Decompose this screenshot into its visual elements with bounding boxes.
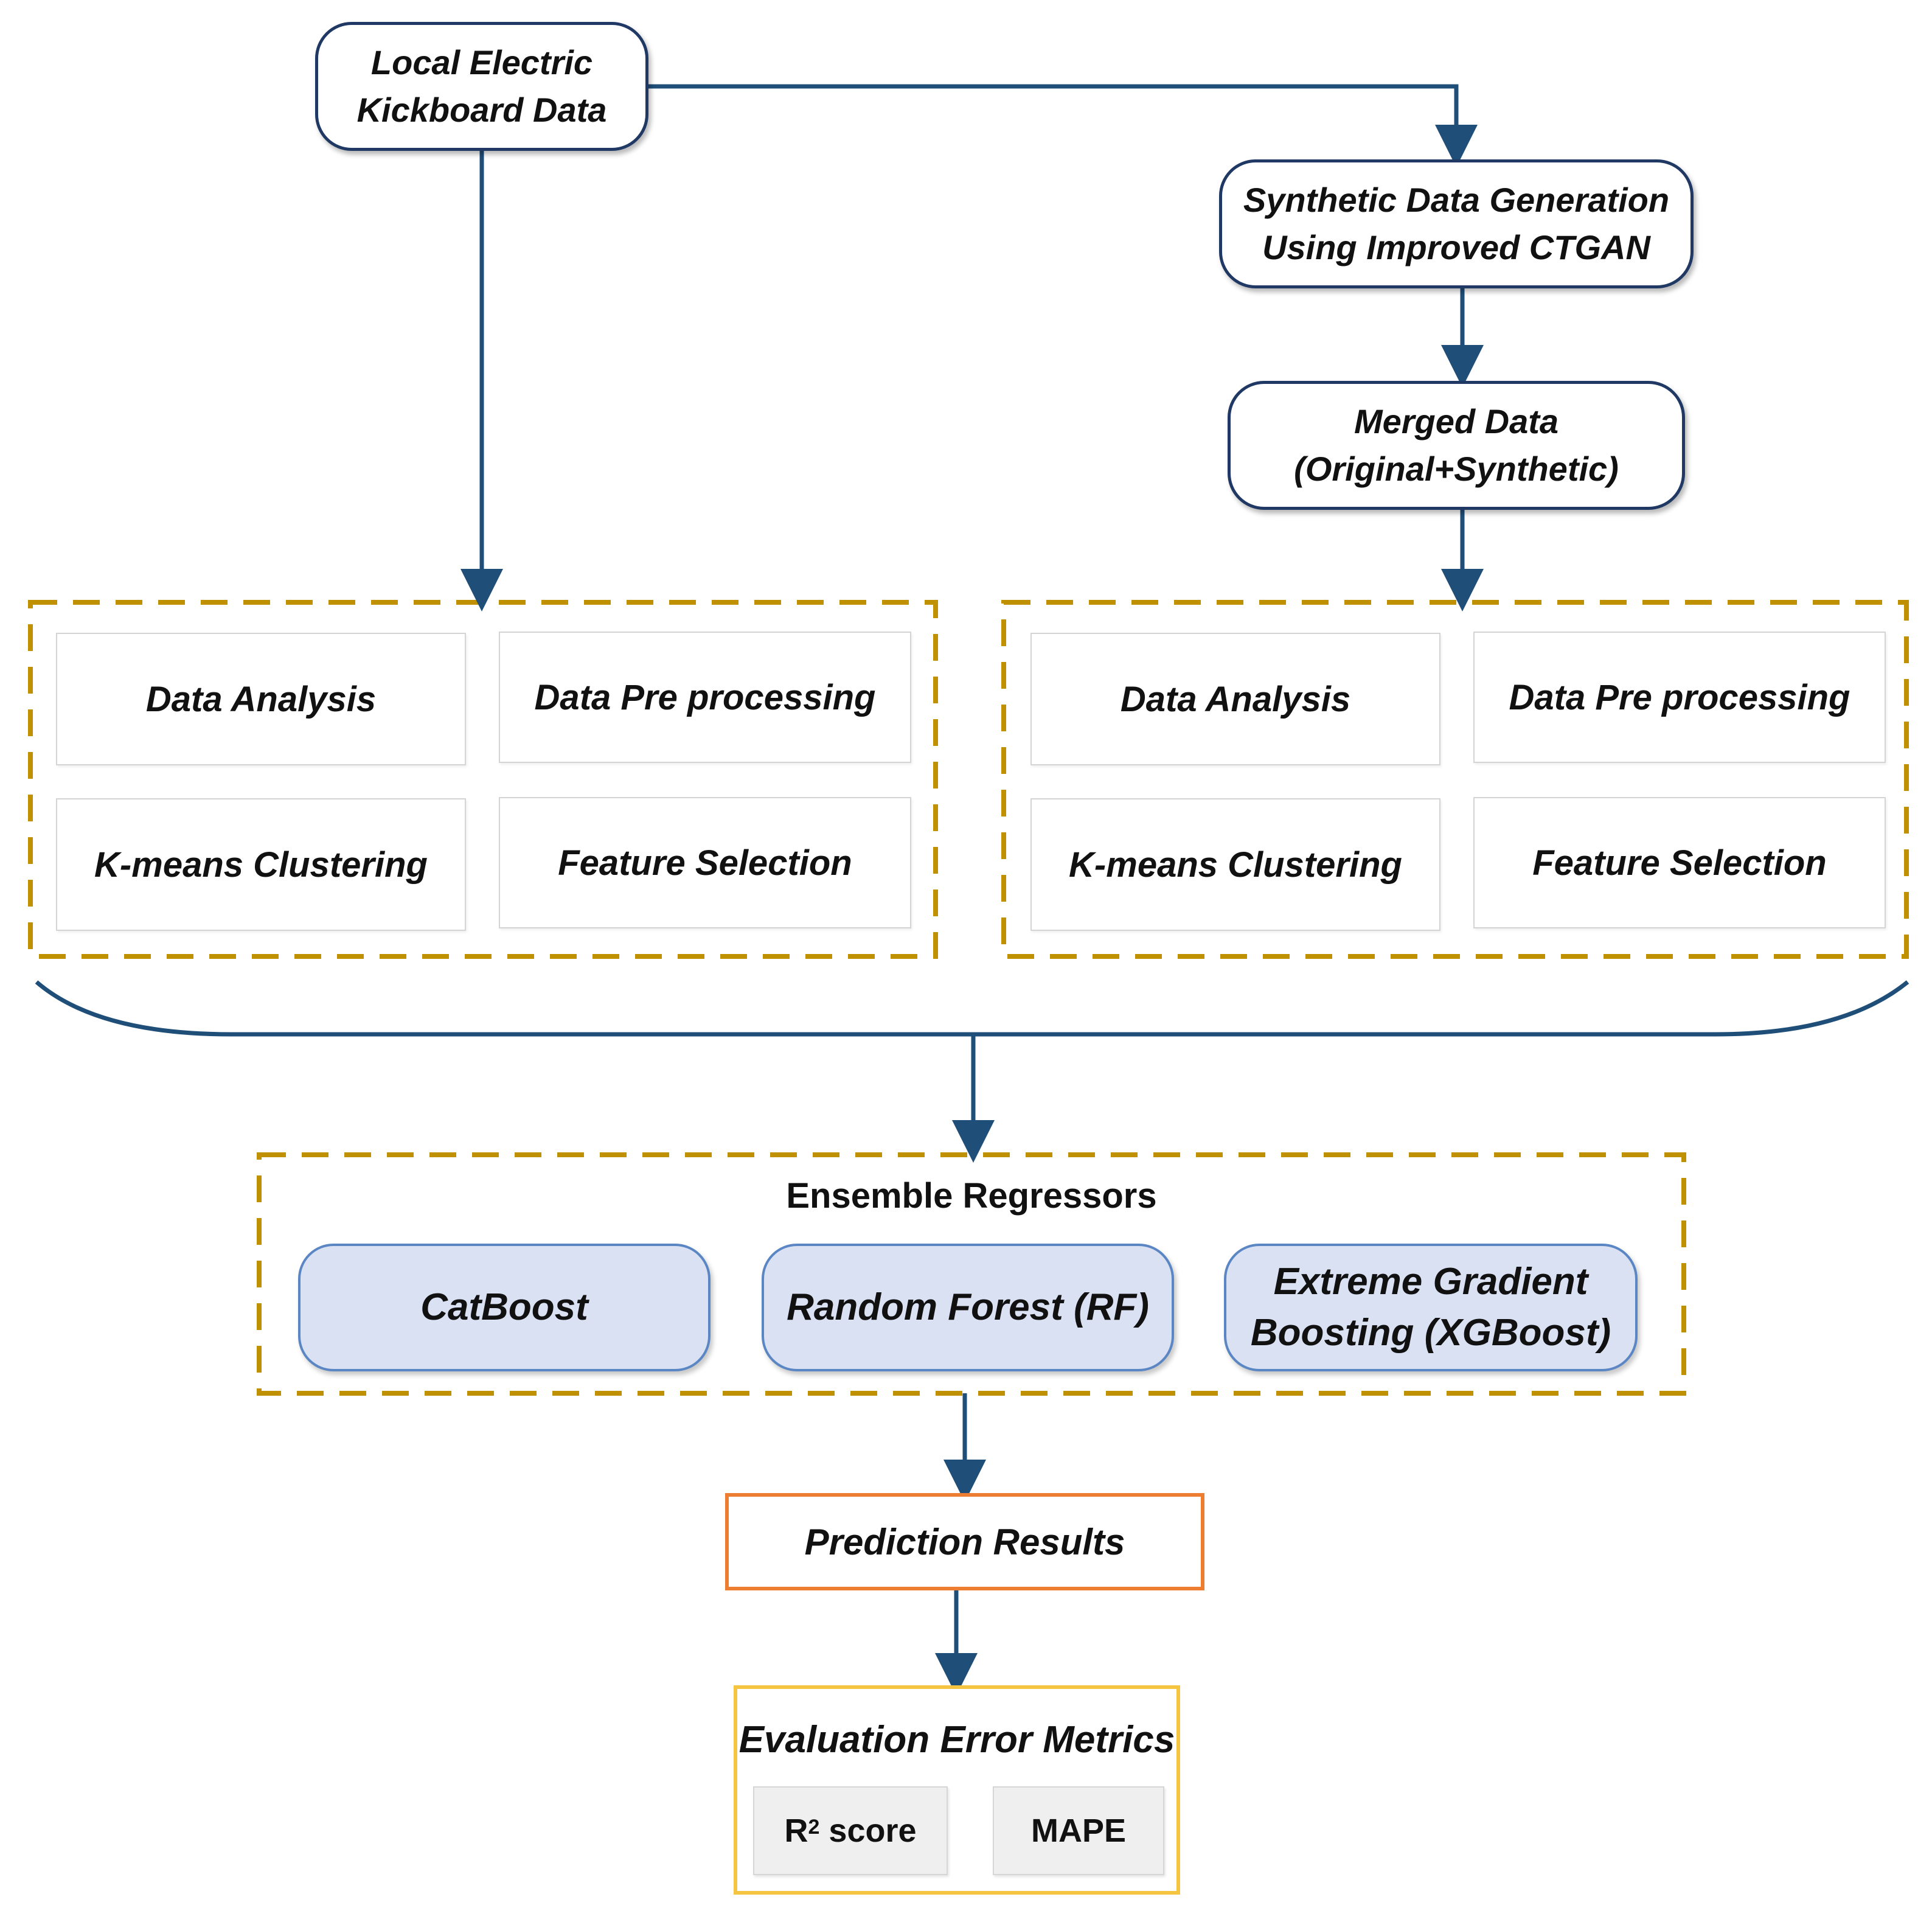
- merged-data-node: Merged Data (Original+Synthetic): [1228, 381, 1685, 510]
- left-kmeans-clustering: K-means Clustering: [56, 798, 466, 931]
- xgboost-line-2: Boosting (XGBoost): [1250, 1312, 1611, 1354]
- merge-brace: [35, 980, 1909, 1037]
- source-data-node: Local Electric Kickboard Data: [315, 22, 648, 151]
- r2-superscript: 2: [808, 1815, 820, 1839]
- left-data-analysis: Data Analysis: [56, 633, 466, 765]
- source-line-2: Kickboard Data: [356, 91, 607, 129]
- arrow-source-to-synthetic: [648, 84, 1478, 167]
- left-data-preprocessing: Data Pre processing: [499, 632, 911, 763]
- synthetic-generation-node: Synthetic Data Generation Using Improved…: [1219, 159, 1694, 288]
- merged-line-1: Merged Data: [1353, 402, 1559, 440]
- r2-base: R: [784, 1812, 808, 1849]
- prediction-results: Prediction Results: [725, 1493, 1204, 1590]
- ensemble-frame: [257, 1152, 1686, 1396]
- r2-label: score: [819, 1812, 917, 1849]
- synthetic-line-1: Synthetic Data Generation: [1243, 181, 1670, 219]
- right-kmeans-clustering: K-means Clustering: [1030, 798, 1440, 931]
- left-feature-selection: Feature Selection: [499, 797, 911, 928]
- evaluation-title: Evaluation Error Metrics: [738, 1719, 1175, 1761]
- mape-metric: MAPE: [993, 1786, 1164, 1875]
- xgboost-model: Extreme Gradient Boosting (XGBoost): [1224, 1244, 1638, 1371]
- synthetic-line-2: Using Improved CTGAN: [1262, 228, 1650, 266]
- source-line-1: Local Electric: [370, 43, 593, 82]
- merged-line-2: (Original+Synthetic): [1294, 450, 1619, 488]
- catboost-model: CatBoost: [298, 1244, 711, 1371]
- right-feature-selection: Feature Selection: [1473, 797, 1886, 928]
- random-forest-model: Random Forest (RF): [762, 1244, 1174, 1371]
- ensemble-title: Ensemble Regressors: [786, 1176, 1157, 1216]
- right-data-analysis: Data Analysis: [1030, 633, 1440, 765]
- xgboost-line-1: Extreme Gradient: [1273, 1261, 1588, 1303]
- right-data-preprocessing: Data Pre processing: [1473, 632, 1886, 763]
